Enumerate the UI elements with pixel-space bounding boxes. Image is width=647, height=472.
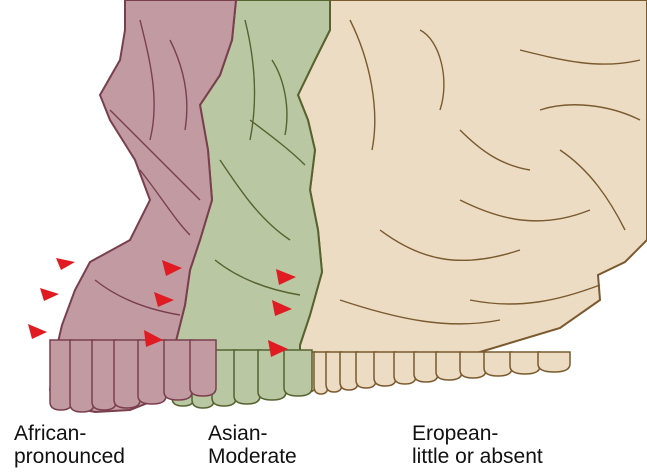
label-african: African- pronounced	[14, 422, 125, 468]
european-tooth	[374, 352, 396, 386]
african-tooth	[50, 340, 72, 410]
european-tooth	[510, 352, 540, 374]
african-tooth	[114, 340, 140, 408]
african-tooth	[190, 340, 216, 396]
label-european: Eropean- little or absent	[412, 422, 543, 468]
asian-tooth	[258, 350, 286, 400]
european-tooth	[394, 352, 416, 384]
label-european-line2: little or absent	[412, 445, 543, 468]
african-tooth	[92, 340, 116, 410]
european-tooth	[484, 352, 512, 376]
european-tooth	[414, 352, 438, 382]
label-asian: Asian- Moderate	[208, 422, 297, 468]
asian-tooth	[284, 350, 312, 396]
red-triangle-pointer-icon	[28, 324, 47, 339]
european-skull	[298, 0, 647, 394]
asian-tooth	[234, 350, 260, 404]
european-tooth	[538, 352, 570, 372]
red-triangle-pointer-icon	[56, 258, 75, 270]
african-tooth	[164, 340, 192, 400]
red-triangle-pointer-icon	[40, 288, 59, 301]
european-tooth	[436, 352, 462, 380]
european-tooth	[460, 352, 486, 378]
label-african-line2: pronounced	[14, 445, 125, 468]
label-asian-line2: Moderate	[208, 445, 297, 468]
african-tooth	[70, 340, 94, 412]
label-african-line1: African-	[14, 422, 125, 445]
european-skull-shape	[298, 0, 647, 376]
african-tooth	[138, 340, 166, 404]
european-tooth	[356, 352, 376, 388]
african-skull	[50, 0, 236, 412]
label-asian-line1: Asian-	[208, 422, 297, 445]
label-european-line1: Eropean-	[412, 422, 543, 445]
